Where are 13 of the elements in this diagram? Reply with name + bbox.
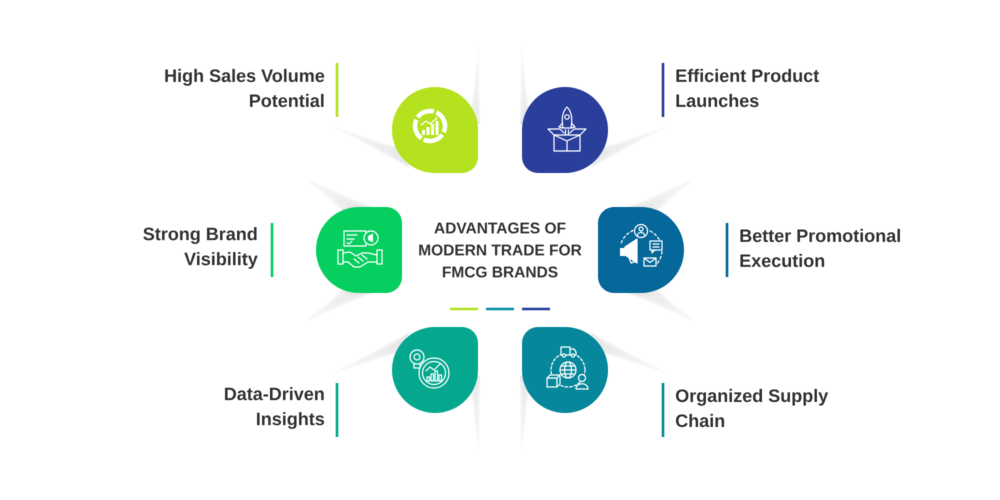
item-label: Organized Supply Chain [676, 388, 828, 428]
title: ADVANTAGES OF MODERN TRADE FOR FMCG BRANDS [419, 222, 582, 278]
item-label: Better Promotional Execution [740, 228, 900, 268]
item-label: Efficient Product Launches [676, 68, 819, 108]
item-label: Data-Driven Insights [224, 387, 324, 429]
petal-shape [392, 87, 478, 173]
petal-shape [598, 207, 684, 293]
item-label: Strong Brand Visibility [143, 227, 258, 269]
item-label: High Sales Volume Potential [165, 68, 324, 108]
petal-shape [392, 327, 478, 413]
petal-shape [522, 87, 608, 173]
petal-shape [316, 207, 402, 293]
petal-shape [522, 327, 608, 413]
